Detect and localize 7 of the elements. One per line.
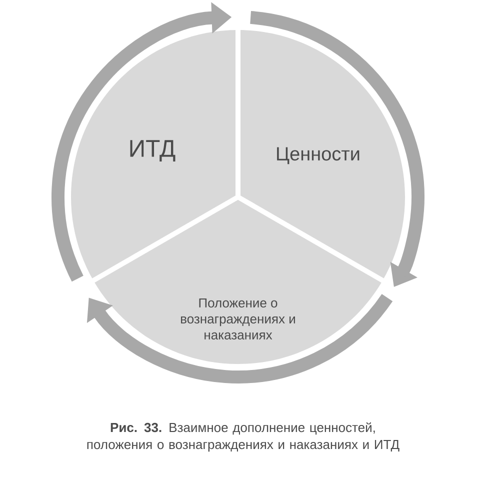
sector: Положение о вознаграждениях и наказаниях bbox=[93, 197, 383, 364]
figure-caption: Рис. 33. Взаимное дополнение ценностей, положения о вознаграждениях и наказаниях и ИТД bbox=[87, 422, 400, 452]
node-label: ИТД bbox=[130, 140, 176, 162]
sector: Ценности bbox=[238, 30, 406, 280]
sector: ИТД bbox=[71, 30, 238, 280]
node-label: Ценности bbox=[277, 147, 360, 164]
node-label: Положение о вознаграждениях и наказаниях bbox=[181, 298, 295, 340]
